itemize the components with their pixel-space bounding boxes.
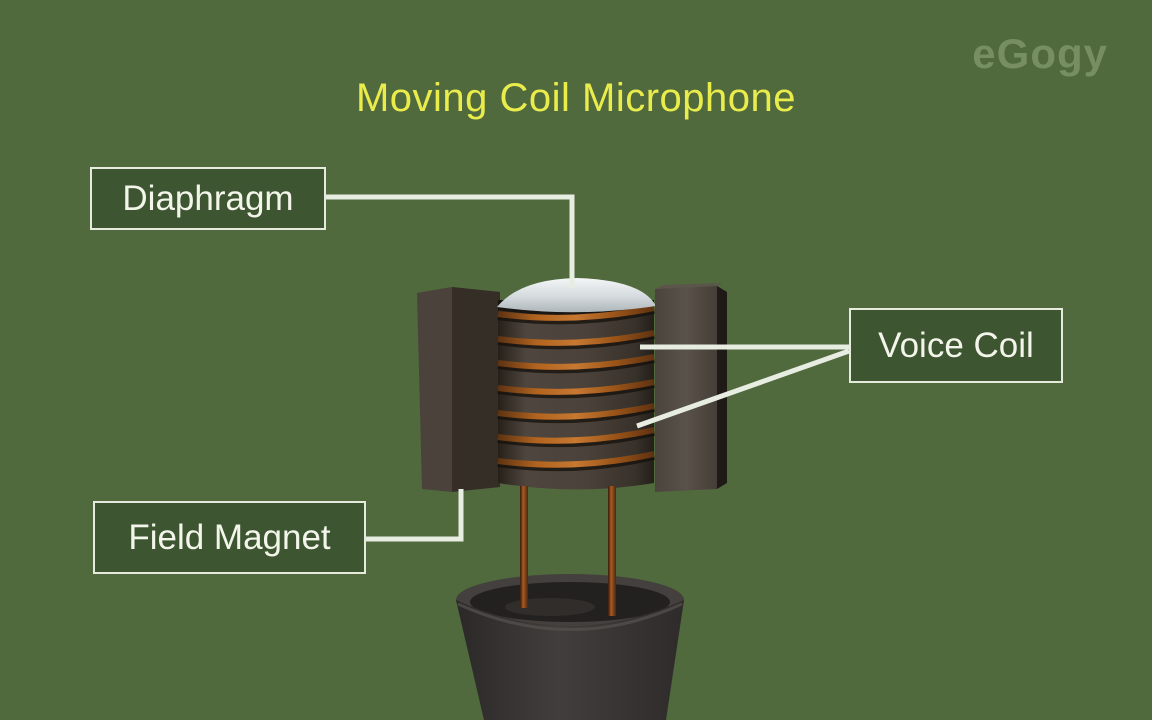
label-voice-coil-text: Voice Coil xyxy=(878,325,1034,365)
label-box-voice-coil: Voice Coil xyxy=(849,308,1063,383)
right-magnet-block xyxy=(655,283,727,492)
leader-lines xyxy=(326,194,850,542)
left-magnet-block xyxy=(417,287,500,492)
label-box-diaphragm: Diaphragm xyxy=(90,167,326,230)
egogy-logo: eGogy xyxy=(972,30,1108,77)
coil-windings xyxy=(497,305,655,472)
lead-wires xyxy=(520,486,616,616)
voice-coil-cylinder xyxy=(497,300,655,490)
page-title: Moving Coil Microphone xyxy=(355,76,797,120)
label-field-magnet-text: Field Magnet xyxy=(128,517,331,557)
diaphragm-leader-line xyxy=(326,194,575,288)
voice-coil-leader-line-lower xyxy=(636,348,850,429)
magnet-pot xyxy=(456,486,684,720)
field-magnet-leader-line xyxy=(366,489,464,542)
label-diaphragm-text: Diaphragm xyxy=(122,178,294,218)
label-box-field-magnet: Field Magnet xyxy=(93,501,366,574)
diaphragm-dome xyxy=(497,278,656,313)
